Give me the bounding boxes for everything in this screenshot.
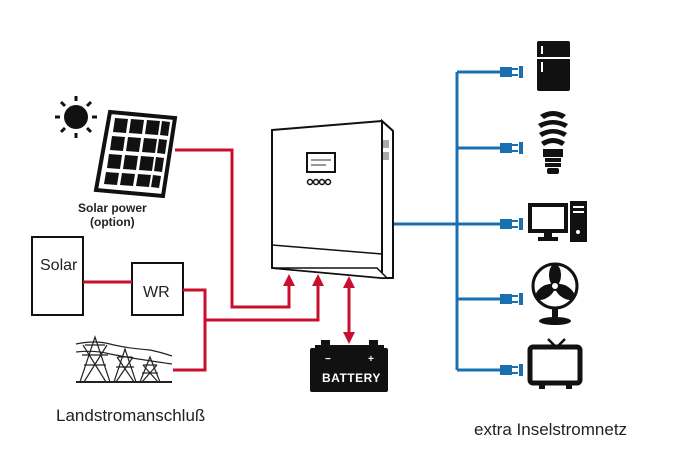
grid-connection-label: Landstromanschluß [56, 406, 206, 425]
solar-power-label: Solar power (option) [78, 201, 147, 229]
tv-icon [527, 338, 583, 389]
solar-power-title: Solar power [78, 201, 147, 215]
dc-arrows [283, 274, 355, 344]
solar-power-option: (option) [90, 215, 135, 229]
battery-label: BATTERY [322, 371, 381, 385]
svg-text:−: − [325, 354, 331, 365]
light-bulb-icon [538, 111, 568, 174]
wr-box-label: WR [143, 284, 170, 301]
power-grid-icon [75, 335, 173, 383]
fridge-icon [537, 41, 570, 91]
computer-icon [528, 201, 587, 242]
ac-wiring [394, 70, 500, 372]
solar-box [31, 236, 84, 316]
island-grid-label: extra Inselstromnetz [474, 420, 628, 439]
inverter-display [306, 152, 336, 173]
fan-icon [531, 262, 579, 325]
battery-icon: − + [310, 340, 388, 392]
dc-wiring [83, 148, 351, 372]
wr-box [131, 262, 184, 316]
sun-icon [55, 96, 97, 138]
solar-box-label: Solar [40, 257, 78, 274]
inverter-icon [271, 118, 394, 280]
solar-panel-icon [93, 109, 178, 199]
svg-text:+: + [368, 354, 374, 365]
plug-icons [500, 66, 523, 376]
